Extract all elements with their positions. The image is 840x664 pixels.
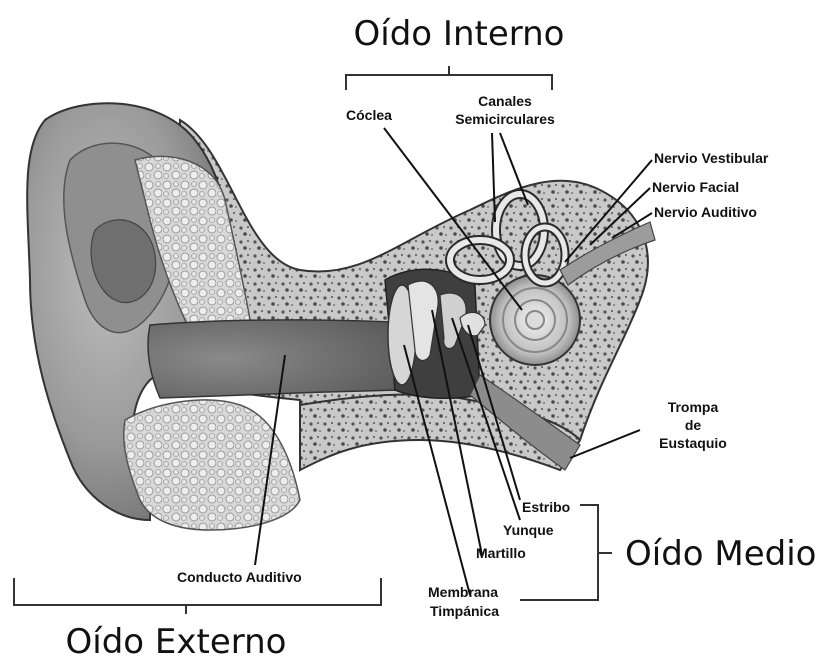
title-middle-ear: Oído Medio xyxy=(625,534,816,574)
label-trompa-3: Eustaquio xyxy=(659,435,727,451)
label-canales-1: Canales xyxy=(478,93,532,109)
title-inner-ear: Oído Interno xyxy=(354,14,565,54)
label-nervio-facial: Nervio Facial xyxy=(652,179,739,195)
label-coclea: Cóclea xyxy=(346,107,392,123)
label-yunque: Yunque xyxy=(503,522,554,538)
lobule-tissue xyxy=(124,400,300,530)
bracket-middle xyxy=(520,505,612,600)
label-estribo: Estribo xyxy=(522,499,570,515)
label-membrana-2: Timpánica xyxy=(430,603,499,619)
label-membrana-1: Membrana xyxy=(428,584,498,600)
label-trompa-1: Trompa xyxy=(668,399,719,415)
label-conducto: Conducto Auditivo xyxy=(177,569,302,585)
bracket-inner xyxy=(346,66,552,90)
label-canales-2: Semicirculares xyxy=(455,111,555,127)
label-nervio-auditivo: Nervio Auditivo xyxy=(654,204,757,220)
ear-canal xyxy=(148,320,400,398)
label-trompa-2: de xyxy=(685,417,702,433)
title-outer-ear: Oído Externo xyxy=(66,622,287,662)
label-martillo: Martillo xyxy=(476,545,526,561)
label-nervio-vestibular: Nervio Vestibular xyxy=(654,150,769,166)
